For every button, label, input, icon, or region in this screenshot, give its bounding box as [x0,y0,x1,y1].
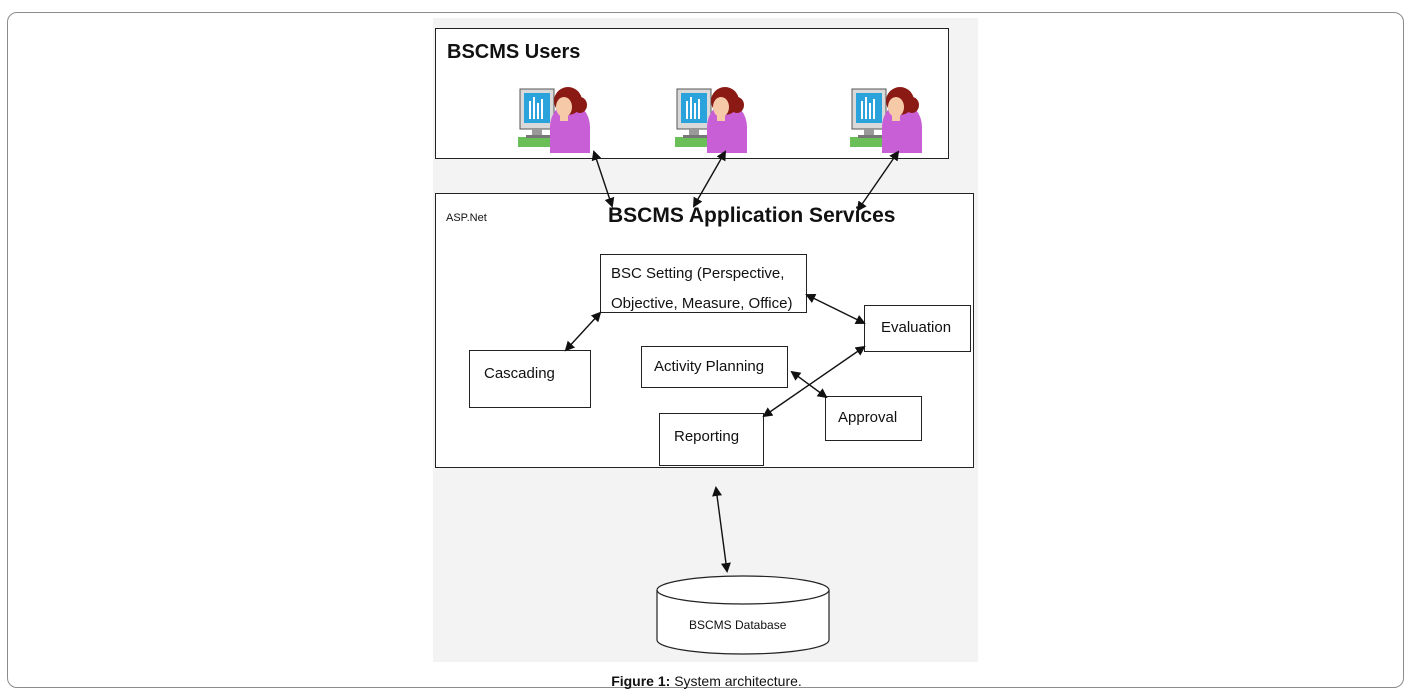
bsc-setting-line1: BSC Setting (Perspective, [611,265,785,282]
arrow-activity-approval [790,370,828,399]
bsc-setting-box: BSC Setting (Perspective, Objective, Mea… [600,254,807,313]
arrow-bsc-cascading [564,311,602,352]
caption-prefix: Figure 1: [611,673,671,689]
caption-text: System architecture. [670,673,802,689]
cascading-box: Cascading [469,350,591,408]
arrow-user2-services [693,150,726,208]
reporting-box: Reporting [659,413,764,466]
arrow-user3-services [856,150,900,212]
arrow-bsc-evaluation [805,294,866,324]
reporting-label: Reporting [674,428,740,445]
bsc-setting-line2: Objective, Measure, Office) [611,295,793,312]
arrow-services-database [712,486,731,573]
evaluation-box: Evaluation [864,305,971,352]
evaluation-label: Evaluation [881,319,952,336]
arrow-user1-services [591,150,615,208]
users-box-title: BSCMS Users [447,41,581,63]
arrow-evaluation-reporting [762,345,866,418]
platform-label: ASP.Net [446,212,487,224]
figure-caption: Figure 1: System architecture. [0,673,1413,689]
activity-planning-label: Activity Planning [654,358,765,375]
services-title: BSCMS Application Services [608,204,896,227]
cascading-label: Cascading [484,365,555,382]
database-label: BSCMS Database [689,618,787,632]
